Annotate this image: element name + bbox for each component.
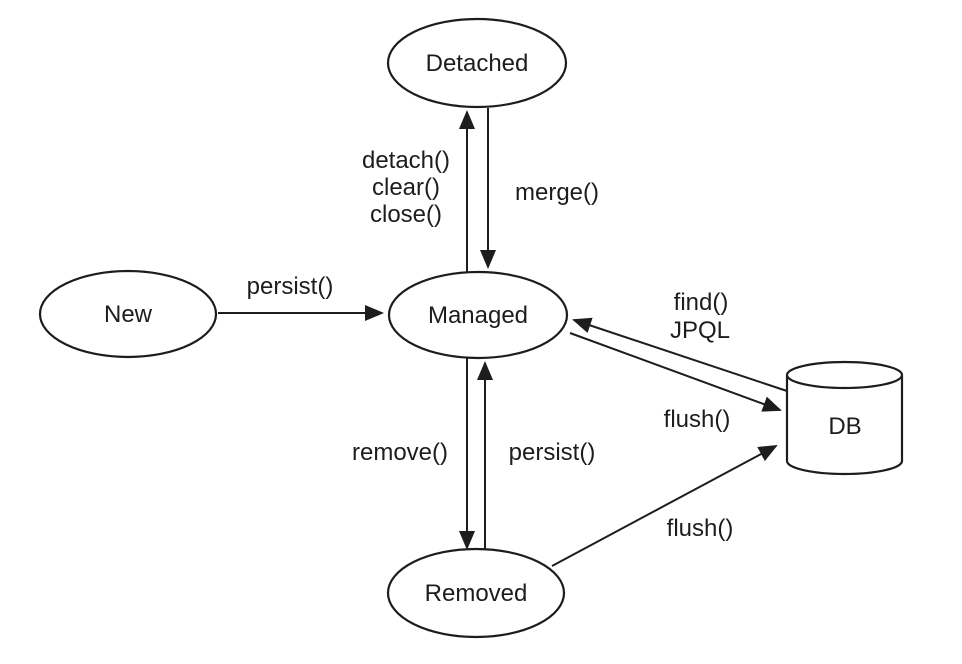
edge-removed-to-db: flush() <box>551 445 778 567</box>
edge-label-persist-removed: persist() <box>509 439 596 466</box>
node-removed: Removed <box>386 547 566 639</box>
edge-managed-to-detached: detach() clear() close() <box>362 110 475 272</box>
node-label-db: DB <box>828 413 861 440</box>
edge-label-jpql: JPQL <box>670 317 730 344</box>
node-label-detached: Detached <box>426 50 529 77</box>
node-managed: Managed <box>387 270 569 360</box>
edge-label-remove: remove() <box>352 439 448 466</box>
removed-ellipse <box>386 547 566 639</box>
node-label-managed: Managed <box>428 302 528 329</box>
edge-managed-to-db: flush() <box>569 332 782 433</box>
edge-detached-to-managed: merge() <box>480 108 599 269</box>
edge-label-close: close() <box>370 201 442 228</box>
edge-managed-to-removed: remove() <box>352 358 475 550</box>
managed-ellipse <box>387 270 569 360</box>
db-cylinder-body <box>785 375 904 476</box>
new-ellipse <box>38 269 218 359</box>
edge-db-to-managed: find() JPQL <box>572 289 788 392</box>
edge-label-merge: merge() <box>515 179 599 206</box>
edge-label-find: find() <box>674 289 729 316</box>
node-detached: Detached <box>386 17 568 109</box>
node-label-new: New <box>104 301 153 328</box>
node-db: DB <box>785 360 904 476</box>
edge-label-detach: detach() <box>362 147 450 174</box>
node-new: New <box>38 269 218 359</box>
edge-new-to-managed: persist() <box>218 273 384 321</box>
detached-ellipse <box>386 17 568 109</box>
db-cylinder-top <box>785 360 904 390</box>
edge-label-flush-removed: flush() <box>667 515 734 542</box>
edge-removed-to-managed: persist() <box>477 361 596 553</box>
node-label-removed: Removed <box>425 580 528 607</box>
edge-label-clear: clear() <box>372 174 440 201</box>
edge-label-flush-managed: flush() <box>664 406 731 433</box>
edge-label-persist-new: persist() <box>247 273 334 300</box>
